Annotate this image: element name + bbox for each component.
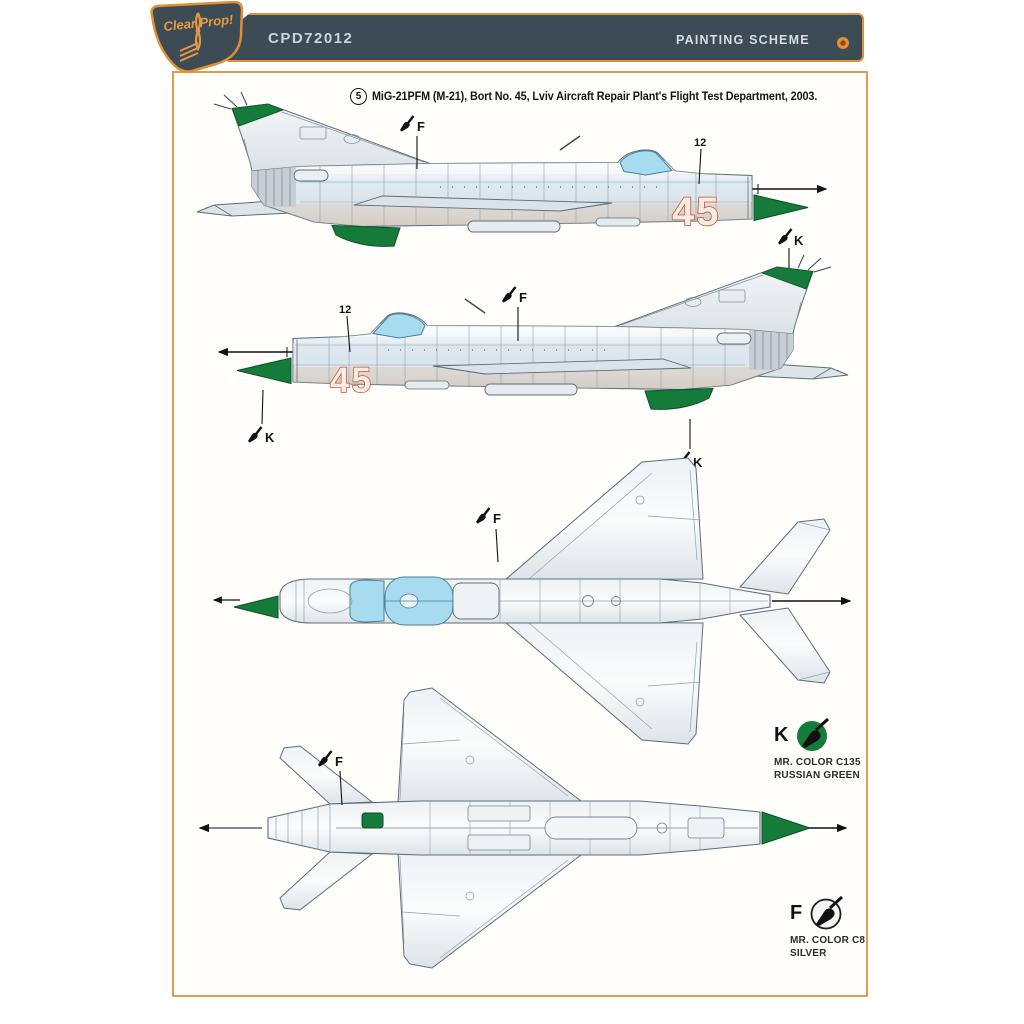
legend-paint-code: MR. COLOR C8	[790, 935, 866, 946]
legend-code-k: K	[774, 723, 789, 746]
legend-paint-name: SILVER	[790, 948, 827, 959]
legend-silver: F MR. COLOR C8 SILVER	[790, 895, 900, 960]
logo-text: Clear Prop!	[163, 12, 235, 34]
scheme-description: MiG-21PFM (M-21), Bort No. 45, Lviv Airc…	[372, 89, 818, 103]
sheet-frame	[172, 71, 868, 997]
legend-paint-name: RUSSIAN GREEN	[774, 770, 860, 781]
legend-paint-code: MR. COLOR C135	[774, 757, 861, 768]
legend-code-f: F	[790, 901, 803, 924]
scheme-caption: 5 MiG-21PFM (M-21), Bort No. 45, Lviv Ai…	[350, 87, 870, 105]
logo-chevron	[179, 42, 199, 62]
scheme-number-badge: 5	[350, 87, 367, 105]
paintbrush-green-icon	[797, 717, 830, 751]
brand-logo: Clear Prop!	[146, 1, 248, 73]
legend-russian-green: K MR. COLOR C135 RUSSIAN GREEN	[774, 717, 884, 782]
header-bar	[226, 13, 864, 62]
page-title: PAINTING SCHEME	[676, 33, 810, 47]
paintbrush-silver-icon	[810, 895, 844, 930]
product-code: CPD72012	[268, 30, 354, 47]
header-dot-icon	[837, 37, 849, 49]
